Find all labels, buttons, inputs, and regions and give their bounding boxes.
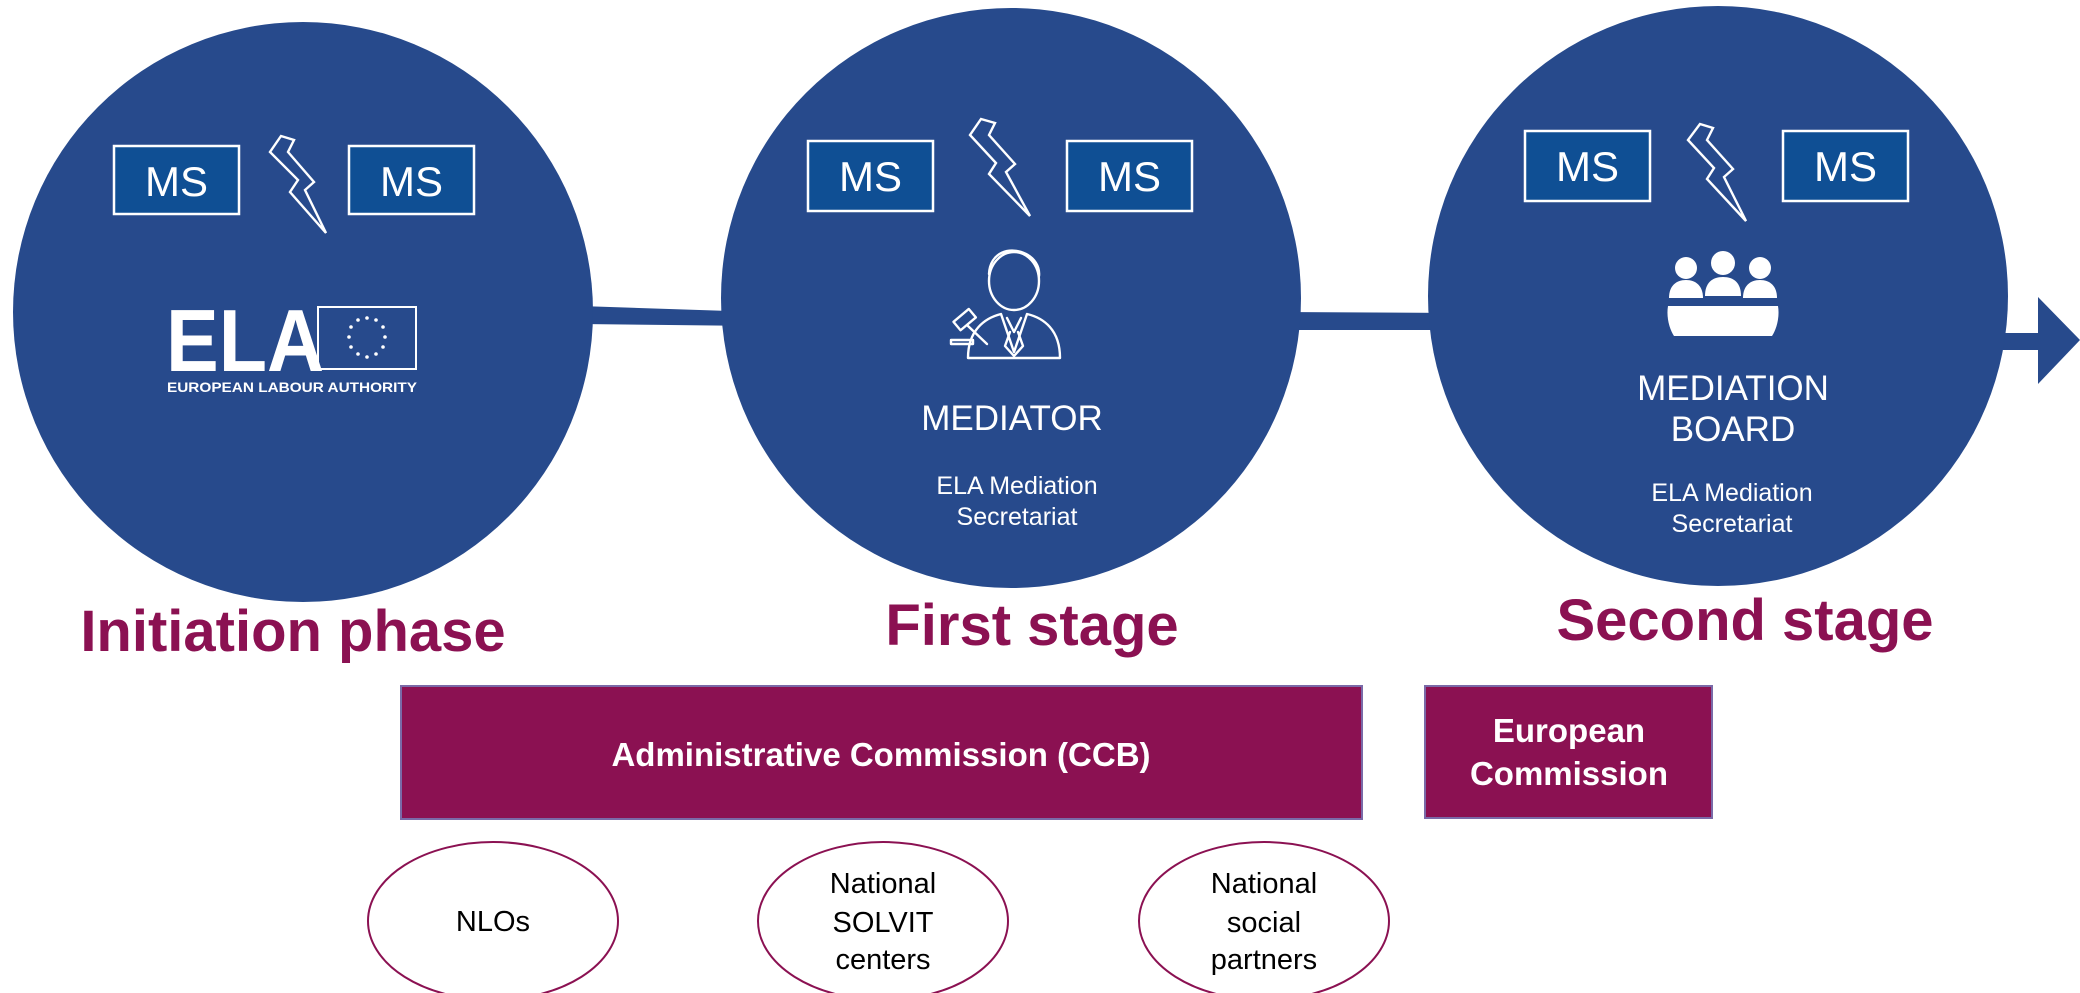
ms-label-left: MS	[1556, 143, 1619, 190]
ms-label-left: MS	[839, 153, 902, 200]
european-commission-label-line-2: Commission	[1470, 755, 1668, 792]
oval-nlos-label: NLOs	[456, 906, 530, 938]
initiation-circle: MS MS ELA EUROPEAN LABOUR AUTHORITY	[13, 22, 593, 602]
ela-logo-caption: EUROPEAN LABOUR AUTHORITY	[167, 380, 417, 395]
ela-wordmark: ELA	[166, 291, 324, 390]
eu-flag-outline	[317, 306, 417, 370]
ms-label-right: MS	[1098, 153, 1161, 200]
european-commission-label-line-1: European	[1493, 712, 1645, 749]
second-stage-circle: MS MS MEDIATION BOARD ELA Mediation Secr…	[1428, 6, 2008, 586]
mediator-icon	[949, 249, 1062, 360]
ms-box-right	[1781, 129, 1910, 203]
european-commission-box: European Commission	[1424, 685, 1713, 819]
conflict-lightning-icon	[1686, 122, 1748, 222]
secretariat-line-1: ELA Mediation	[936, 472, 1097, 500]
ela-logo: ELA EUROPEAN LABOUR AUTHORITY	[166, 291, 417, 395]
ms-label-right: MS	[380, 158, 443, 205]
oval-social-line-3: partners	[1211, 944, 1317, 976]
role-label-line-1: MEDIATION	[1637, 369, 1829, 408]
ms-box-right	[1065, 139, 1194, 213]
eu-stars-icon	[347, 316, 387, 359]
oval-national-social-partners: National social partners	[1138, 841, 1390, 993]
ms-label-right: MS	[1814, 143, 1877, 190]
administrative-commission-label: Administrative Commission (CCB)	[611, 736, 1150, 773]
oval-social-line-1: National	[1211, 868, 1317, 900]
administrative-commission-box: Administrative Commission (CCB)	[400, 685, 1363, 820]
oval-social-line-2: social	[1227, 907, 1301, 939]
board-group-icon	[1667, 251, 1779, 336]
ms-box-left	[112, 144, 241, 216]
role-label-line-2: BOARD	[1671, 410, 1795, 449]
arrow-head-icon	[2038, 297, 2080, 384]
phase-title-second-stage: Second stage	[1556, 588, 1933, 653]
oval-solvit-line-1: National	[830, 868, 936, 900]
ms-box-left	[806, 139, 935, 213]
phase-title-first-stage: First stage	[885, 593, 1178, 658]
oval-solvit-line-3: centers	[835, 944, 930, 976]
secretariat-line-1: ELA Mediation	[1651, 479, 1812, 507]
conflict-lightning-icon	[268, 134, 328, 234]
conflict-lightning-icon	[968, 117, 1032, 217]
ms-box-left	[1523, 129, 1652, 203]
oval-nlos: NLOs	[367, 841, 619, 993]
oval-solvit-line-2: SOLVIT	[833, 907, 934, 939]
role-label: MEDIATOR	[921, 399, 1103, 438]
phase-title-initiation: Initiation phase	[80, 599, 505, 664]
ms-label-left: MS	[145, 158, 208, 205]
circle-background	[721, 8, 1301, 588]
secretariat-line-2: Secretariat	[957, 503, 1078, 531]
ms-box-right	[347, 144, 476, 216]
secretariat-line-2: Secretariat	[1672, 510, 1793, 538]
oval-national-solvit-centers: National SOLVIT centers	[757, 841, 1009, 993]
first-stage-circle: MS MS MEDIATOR ELA Mediation Secretariat	[721, 8, 1301, 588]
